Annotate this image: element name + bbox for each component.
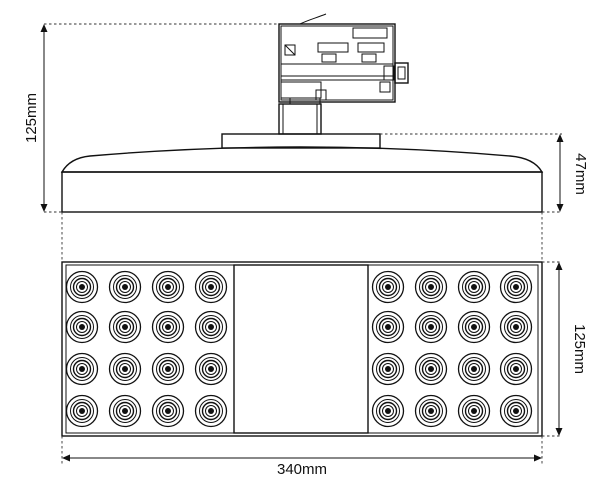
- led-front-panel: [61, 261, 543, 437]
- led-lens: [414, 310, 448, 344]
- dimension-label-housing-height: 47mm: [572, 153, 589, 195]
- led-lens: [194, 352, 228, 386]
- led-lens: [371, 270, 405, 304]
- led-lens: [65, 310, 99, 344]
- stem: [278, 103, 322, 135]
- dimension-label-width: 340mm: [277, 461, 327, 478]
- led-lens: [194, 394, 228, 428]
- dimension-label-total-height: 125mm: [23, 93, 40, 143]
- led-lens: [151, 394, 185, 428]
- center-panel: [233, 264, 369, 434]
- dimension-width: 340mm: [61, 436, 543, 478]
- led-lens: [108, 270, 142, 304]
- dimension-total-height: 125mm: [23, 23, 279, 213]
- led-lens: [371, 352, 405, 386]
- led-lens: [65, 352, 99, 386]
- led-lens: [194, 270, 228, 304]
- led-lens: [151, 270, 185, 304]
- led-lens: [499, 310, 533, 344]
- led-lens: [499, 270, 533, 304]
- led-array-right: [371, 270, 533, 428]
- led-lens: [194, 310, 228, 344]
- led-lens: [151, 310, 185, 344]
- track-adapter: [278, 13, 409, 105]
- led-lens: [499, 352, 533, 386]
- mounting-plate: [221, 133, 381, 149]
- led-lens: [108, 394, 142, 428]
- led-lens: [151, 352, 185, 386]
- led-lens: [108, 352, 142, 386]
- led-lens: [65, 270, 99, 304]
- led-lens: [371, 310, 405, 344]
- led-lens: [65, 394, 99, 428]
- led-lens: [457, 310, 491, 344]
- lamp-housing: [60, 146, 544, 213]
- dimension-front-height: 125mm: [542, 261, 588, 437]
- led-lens: [457, 394, 491, 428]
- dimension-housing-height: 47mm: [380, 133, 589, 213]
- dimension-label-front-height: 125mm: [571, 324, 588, 374]
- led-lens: [457, 352, 491, 386]
- led-lens: [499, 394, 533, 428]
- led-lens: [371, 394, 405, 428]
- led-lens: [457, 270, 491, 304]
- led-lens: [414, 352, 448, 386]
- led-lens: [108, 310, 142, 344]
- led-lens: [414, 394, 448, 428]
- led-lens: [414, 270, 448, 304]
- led-array-left: [65, 270, 228, 428]
